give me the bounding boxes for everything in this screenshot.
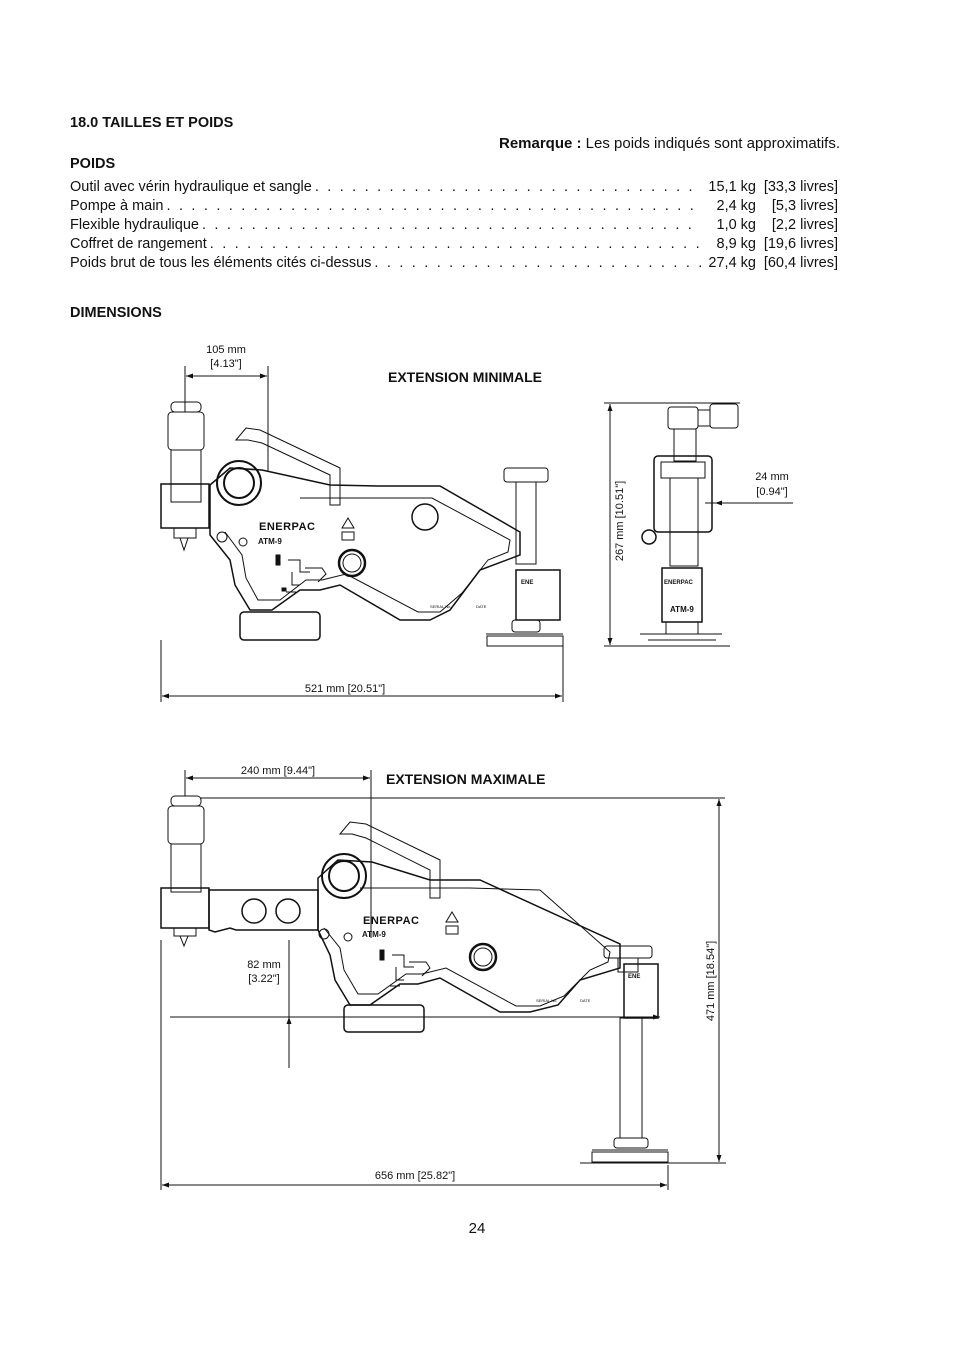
weight-kg: 15,1 kg xyxy=(708,179,756,195)
section-title: 18.0 TAILLES ET POIDS xyxy=(70,115,234,131)
weights-heading: POIDS xyxy=(70,156,116,172)
min-extension-title: EXTENSION MINIMALE xyxy=(388,369,542,385)
min-tool-body xyxy=(209,427,521,641)
max-model-label: ATM-9 xyxy=(362,930,386,939)
weight-row: Pompe à main . . . . . . . . . . . . . .… xyxy=(70,198,838,217)
min-dim-side-in: [0.94"] xyxy=(756,486,787,498)
weight-label: Flexible hydraulique xyxy=(70,217,199,233)
leader-dots: . . . . . . . . . . . . . . . . . . . . … xyxy=(374,255,701,271)
weight-label: Outil avec vérin hydraulique et sangle xyxy=(70,179,312,195)
leader-dots: . . . . . . . . . . . . . . . . . . . . … xyxy=(314,179,701,195)
weight-row: Flexible hydraulique . . . . . . . . . .… xyxy=(70,217,838,236)
max-tool-body xyxy=(317,821,621,1033)
weight-kg: 8,9 kg xyxy=(716,236,757,252)
min-side-model: ATM-9 xyxy=(670,605,694,614)
weight-kg: 27,4 kg xyxy=(708,255,756,271)
leader-dots: . . . . . . . . . . . . . . . . . . . . … xyxy=(201,217,701,233)
page-number: 24 xyxy=(468,1220,486,1237)
max-dim-top: 240 mm [9.44"] xyxy=(241,765,315,777)
max-date-label: DATE xyxy=(580,998,591,1003)
min-extension-drawing xyxy=(160,366,793,702)
leader-dots: . . . . . . . . . . . . . . . . . . . . … xyxy=(166,198,702,214)
weight-label: Poids brut de tous les éléments cités ci… xyxy=(70,255,372,271)
max-dim-mid-mm: 82 mm xyxy=(247,959,281,971)
max-foot-mark: ENE xyxy=(628,974,640,980)
weight-row: Outil avec vérin hydraulique et sangle .… xyxy=(70,179,838,198)
min-date-label: DATE xyxy=(476,604,487,609)
weight-lb: [60,4 livres] xyxy=(763,255,838,271)
max-foot-cylinder xyxy=(591,945,669,1163)
max-dim-width: 656 mm [25.82"] xyxy=(375,1170,455,1182)
min-dim-top-mm: 105 mm xyxy=(206,344,246,356)
weights-note: Remarque : Les poids indiqués sont appro… xyxy=(499,135,840,152)
min-side-brand: ENERPAC xyxy=(664,580,694,586)
weight-kg: 1,0 kg xyxy=(716,217,757,233)
min-dim-width: 521 mm [20.51"] xyxy=(305,683,385,695)
max-dim-mid-in: [3.22"] xyxy=(248,973,279,985)
leader-dots: . . . . . . . . . . . . . . . . . . . . … xyxy=(209,236,701,252)
min-foot-mark: ENE xyxy=(521,580,533,586)
min-foot-cylinder xyxy=(486,467,564,647)
max-brand-label: ENERPAC xyxy=(363,915,419,927)
max-serial-label: SERIAL No. xyxy=(536,998,557,1003)
weight-lb: [2,2 livres] xyxy=(771,217,838,233)
max-extension-drawing xyxy=(160,770,726,1190)
min-side-view xyxy=(604,402,793,647)
weight-label: Pompe à main xyxy=(70,198,164,214)
min-dim-side-mm: 24 mm xyxy=(755,471,789,483)
weight-row: Coffret de rangement . . . . . . . . . .… xyxy=(70,236,838,255)
note-text: Les poids indiqués sont approximatifs. xyxy=(581,135,840,152)
min-brand-label: ENERPAC xyxy=(259,521,315,533)
weight-lb: [5,3 livres] xyxy=(771,198,838,214)
min-model-label: ATM-9 xyxy=(258,537,282,546)
min-dim-top-in: [4.13"] xyxy=(210,358,241,370)
min-dim-height: 267 mm [10.51"] xyxy=(614,481,626,561)
min-serial-label: SERIAL No. xyxy=(430,604,451,609)
weight-lb: [33,3 livres] xyxy=(763,179,838,195)
weight-lb: [19,6 livres] xyxy=(763,236,838,252)
note-label: Remarque : xyxy=(498,135,582,152)
weight-kg: 2,4 kg xyxy=(716,198,757,214)
weight-label: Coffret de rangement xyxy=(70,236,207,252)
dimensions-heading: DIMENSIONS xyxy=(70,305,162,321)
max-left-cylinder xyxy=(160,795,319,948)
min-left-cylinder xyxy=(160,401,210,552)
max-dim-height: 471 mm [18.54"] xyxy=(705,941,717,1021)
weight-row: Poids brut de tous les éléments cités ci… xyxy=(70,255,838,274)
max-extension-title: EXTENSION MAXIMALE xyxy=(386,771,545,787)
